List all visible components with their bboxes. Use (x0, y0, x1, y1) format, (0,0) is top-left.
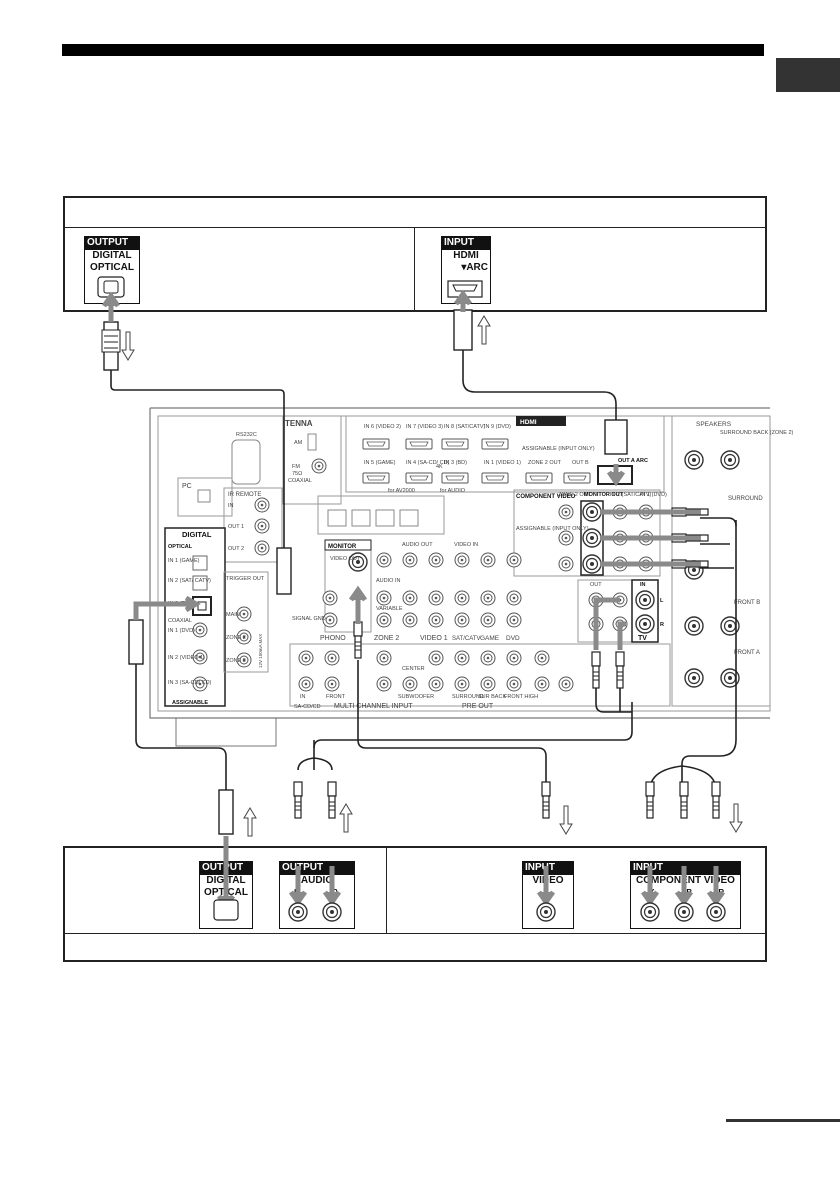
hdmi-in7-label: IN 7 (VIDEO 3) (406, 424, 443, 430)
video1-label: VIDEO 1 (420, 635, 448, 642)
tv-label: TV (638, 635, 647, 642)
trigger-out-label: TRIGGER OUT (226, 576, 265, 582)
coaxial-label: COAXIAL (168, 618, 192, 624)
comp-monitor-label: MONITOR OUT (584, 492, 624, 498)
section-tab (776, 58, 840, 92)
surround-back-label: SURROUND BACK (ZONE 2) (720, 430, 794, 436)
sur-back-label: SUR BACK (478, 694, 506, 700)
zone2-label: ZONE 2 (374, 635, 399, 642)
tv-panel-divider (414, 228, 415, 310)
front-high-label: FRONT HIGH (504, 694, 538, 700)
hdmi-in9-label: IN 9 (DVD) (484, 424, 511, 430)
hdmi-in6-label: IN 6 (VIDEO 2) (364, 424, 401, 430)
hdmi-label: HDMI (520, 419, 537, 426)
badge-4k-label: 4K (436, 464, 443, 470)
am-label: AM (294, 440, 303, 446)
sat-catv-label: SAT/CATV (452, 636, 480, 642)
source-panel-footer-rule (64, 933, 766, 934)
audio-out-label: AUDIO OUT (402, 542, 433, 548)
coax-in2-label: IN 2 (VIDEO 1) (168, 655, 205, 661)
variable-label: VARIABLE (376, 606, 403, 612)
source-panel-divider (386, 848, 387, 933)
fm-sub2: COAXIAL (288, 478, 312, 484)
center-label: CENTER (402, 666, 425, 672)
main-trig-label: MAIN (226, 612, 240, 618)
hdmi-outa-label: OUT A ARC (618, 458, 648, 464)
digital-label: DIGITAL (182, 530, 212, 539)
continue-rule (726, 1119, 840, 1122)
component-video-label: COMPONENT VIDEO (516, 494, 576, 500)
sa-cd-label: SA-CD/CD (294, 704, 321, 710)
ir-in-label: IN (228, 503, 234, 509)
phono-label: PHONO (320, 635, 346, 642)
ir-out2-label: OUT 2 (228, 546, 244, 552)
coax-in1-label: IN 1 (DVD) (168, 628, 195, 634)
hdmi-zone2-label: ZONE 2 OUT (528, 460, 562, 466)
cable-connectors (101, 309, 721, 835)
front-b-label: FRONT B (734, 600, 760, 606)
opt-in1-label: IN 1 (GAME) (168, 558, 200, 564)
speakers-label: SPEAKERS (696, 421, 732, 428)
receiver-rear-panel (149, 407, 771, 747)
cables (110, 350, 737, 791)
tv-optical-jack (97, 276, 125, 298)
hdmi-in5-label: IN 5 (GAME) (364, 460, 396, 466)
hdmi-assignable-label: ASSIGNABLE (INPUT ONLY) (522, 446, 595, 452)
tv-panel (63, 196, 767, 312)
front-a-label: FRONT A (734, 650, 760, 656)
for-audio-label: for AUDIO (440, 488, 466, 494)
comp-assignable-label: ASSIGNABLE (INPUT ONLY) (516, 526, 589, 532)
header-rule (62, 44, 764, 56)
tv-panel-header-rule (64, 227, 766, 228)
tv-r-label: R (660, 622, 664, 628)
video-in-label: VIDEO IN (454, 542, 478, 548)
tv-l-label: L (660, 598, 664, 604)
video-out-label: VIDEO OUT (330, 556, 361, 562)
dvd-label: DVD (506, 635, 520, 642)
in-label: IN (300, 694, 306, 700)
multi-in-label: MULTI CHANNEL INPUT (334, 703, 413, 710)
ir-out1-label: OUT 1 (228, 524, 244, 530)
zone3-trig-label: ZONE 3 (226, 658, 246, 664)
comp-zone2-label: ZONE 2 OUT (558, 492, 592, 498)
monitor-label: MONITOR (328, 544, 357, 550)
rs232c-label: RS232C (236, 432, 257, 438)
optical-label: OPTICAL (168, 544, 193, 550)
pc-label: PC (182, 483, 192, 490)
opt-in2-label: IN 2 (SAT/ CATV) (168, 578, 211, 584)
hdmi-in4-label: IN 4 (SA-CD/ CD) (406, 460, 450, 466)
hdmi-in3-label: IN 3 (BD) (444, 460, 467, 466)
front-label: FRONT (326, 694, 346, 700)
comp-in1-label: IN 1 (DVD) (640, 492, 667, 498)
for-av2000-label: for AV2000 (388, 488, 415, 494)
fm-sub1: 75Ω (292, 471, 302, 477)
source-jacks (213, 899, 726, 922)
coax-in3-label: IN 3 (SA-CD/ CD) (168, 680, 212, 686)
audio-in-label: AUDIO IN (376, 578, 400, 584)
game-label: GAME (480, 635, 500, 642)
fm-label: FM (292, 464, 300, 470)
hdmi-in8-label: IN 8 (SAT/CATV) (444, 424, 486, 430)
source-panel (63, 846, 767, 962)
comp-in2-label: IN 2 (SAT/CATV) (610, 492, 652, 498)
receiver-labels: TENNA AM FM 75Ω COAXIAL RS232C PC IR REM… (168, 419, 794, 710)
signal-gnd-label: SIGNAL GND (292, 616, 326, 622)
antenna-label: TENNA (285, 419, 313, 428)
zone2-trig-label: ZONE 2 (226, 635, 246, 641)
signal-arrows (101, 289, 726, 911)
surround-spk-label: SURROUND (728, 496, 763, 502)
tv-in-label: IN (640, 582, 646, 588)
trig-spec-label: 12V 150mA MAX (258, 634, 263, 668)
tv-out-label: OUT (590, 582, 602, 588)
hdmi-outb-label: OUT B (572, 460, 589, 466)
assignable-label: ASSIGNABLE (172, 700, 208, 706)
hdmi-in1-label: IN 1 (VIDEO 1) (484, 460, 521, 466)
surround-label: SURROUND (452, 694, 484, 700)
pre-out-label: PRE OUT (462, 703, 494, 710)
subwoofer-label: SUBWOOFER (398, 694, 434, 700)
ir-remote-label: IR REMOTE (228, 492, 261, 498)
